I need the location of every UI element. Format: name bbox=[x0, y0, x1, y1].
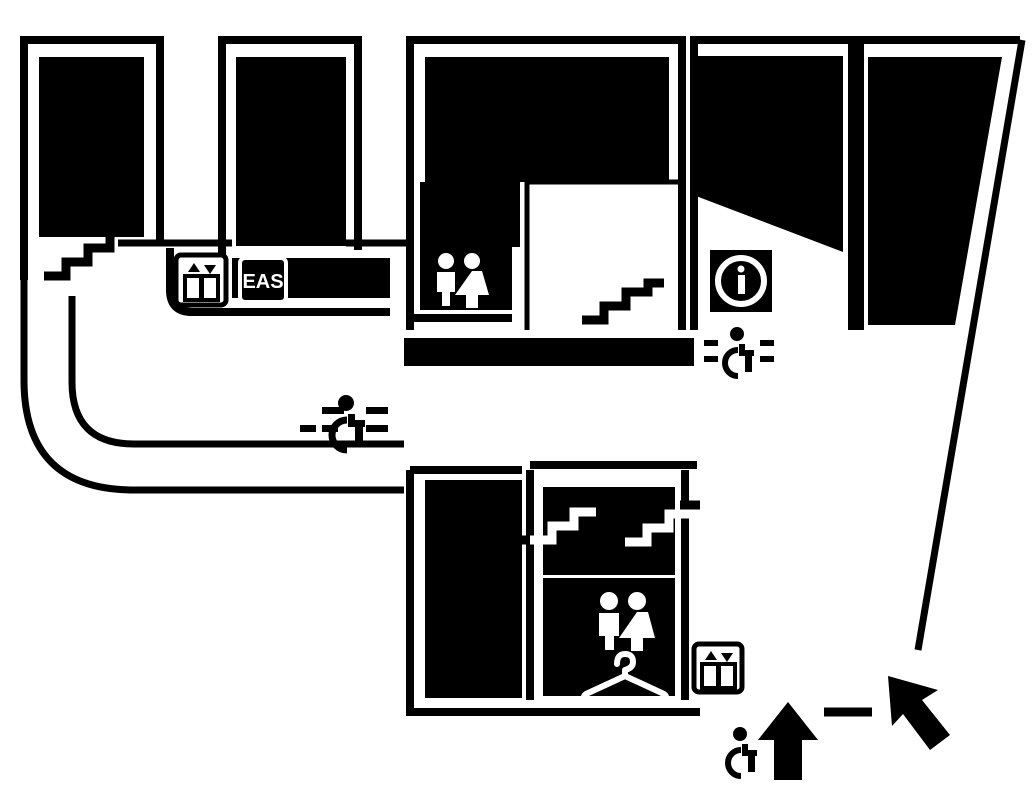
unit-blocks-top bbox=[39, 56, 1002, 325]
route-dash bbox=[300, 425, 316, 432]
wall-unit-1 bbox=[20, 36, 164, 280]
stairs-icon-top-left bbox=[44, 236, 115, 281]
coat-hanger-icon[interactable] bbox=[581, 651, 669, 702]
eas-label-frame bbox=[238, 256, 288, 304]
unit-top-left-1 bbox=[39, 57, 144, 237]
stairs-icon-lower-b bbox=[625, 509, 691, 547]
wall-unit-2 bbox=[218, 36, 362, 300]
restroom-icon[interactable] bbox=[599, 592, 655, 651]
coat-hanger-hook bbox=[614, 651, 636, 679]
route-dash bbox=[366, 425, 388, 432]
wheelchair-accessible-icon[interactable] bbox=[725, 727, 757, 779]
unit-blocks-lower bbox=[425, 480, 675, 698]
wheelchair-leg bbox=[355, 420, 363, 446]
wheelchair-leg bbox=[745, 350, 752, 372]
restroom-female-body bbox=[455, 271, 489, 308]
wheelchair-head bbox=[733, 727, 747, 741]
unit-top-right-angled bbox=[696, 56, 843, 252]
restroom-male-head bbox=[438, 253, 454, 269]
route-dash bbox=[704, 340, 718, 346]
arrow-up-left-icon[interactable] bbox=[888, 676, 950, 750]
elevator-icon[interactable] bbox=[173, 252, 229, 308]
wall-unit-4 bbox=[690, 36, 856, 330]
restroom-male-body bbox=[437, 272, 455, 306]
wheelchair-wheel bbox=[722, 347, 739, 379]
elevator-icon[interactable] bbox=[691, 641, 745, 695]
corridor-wall-inner bbox=[68, 296, 404, 448]
chevron-up-icon bbox=[705, 651, 717, 660]
wall-unit-3 bbox=[406, 36, 686, 330]
wall-elevator-lobby bbox=[166, 248, 390, 316]
corridor-wall-outer bbox=[20, 240, 404, 494]
wheelchair-accessible-icon[interactable] bbox=[300, 395, 388, 454]
route-dash bbox=[322, 407, 344, 414]
restroom-female-head bbox=[464, 253, 480, 269]
route-dash bbox=[704, 356, 718, 362]
wheelchair-leg bbox=[748, 750, 755, 772]
wall-lower-left-outline bbox=[406, 470, 700, 716]
eas-label[interactable]: EAS bbox=[238, 256, 288, 304]
unit-far-right-angled bbox=[868, 57, 1002, 325]
restroom-icon[interactable] bbox=[437, 253, 489, 308]
elevator-door-left bbox=[183, 274, 203, 302]
chevron-down-icon bbox=[204, 265, 216, 274]
unit-corridor-band bbox=[404, 338, 694, 366]
elevator-door-right bbox=[717, 662, 737, 690]
elevator-door-right bbox=[200, 274, 220, 302]
unit-top-left-2 bbox=[236, 57, 346, 246]
route-dash bbox=[366, 407, 388, 414]
information-icon-dot bbox=[737, 265, 745, 273]
elevator-door-left bbox=[700, 662, 720, 690]
information-icon-circle bbox=[715, 255, 767, 307]
restroom-male-head bbox=[600, 592, 618, 610]
stairs-icon-center bbox=[582, 278, 664, 325]
top-wall-group bbox=[20, 36, 1020, 330]
eas-label-text: EAS bbox=[242, 271, 283, 293]
restroom-female-head bbox=[628, 592, 646, 610]
chevron-down-icon bbox=[721, 653, 733, 662]
route-dash bbox=[760, 340, 774, 346]
arrow-up-icon[interactable] bbox=[758, 702, 818, 780]
wheelchair-wheel bbox=[725, 747, 742, 779]
stairs-icon-lower-a bbox=[530, 507, 596, 545]
coat-hanger-bar bbox=[581, 673, 669, 702]
wall-right-diagonal bbox=[914, 39, 1026, 651]
wheelchair-wheel bbox=[328, 416, 348, 454]
route-dash bbox=[760, 356, 774, 362]
wheelchair-head bbox=[730, 327, 744, 341]
wheelchair-accessible-icon[interactable] bbox=[704, 327, 774, 379]
information-icon[interactable] bbox=[710, 250, 772, 312]
information-icon-stem bbox=[738, 275, 745, 294]
chevron-up-icon bbox=[188, 263, 200, 272]
unit-lower-left bbox=[425, 480, 522, 698]
restroom-female-body bbox=[619, 612, 655, 651]
restroom-male-body bbox=[599, 613, 619, 650]
wheelchair-head bbox=[338, 395, 354, 411]
